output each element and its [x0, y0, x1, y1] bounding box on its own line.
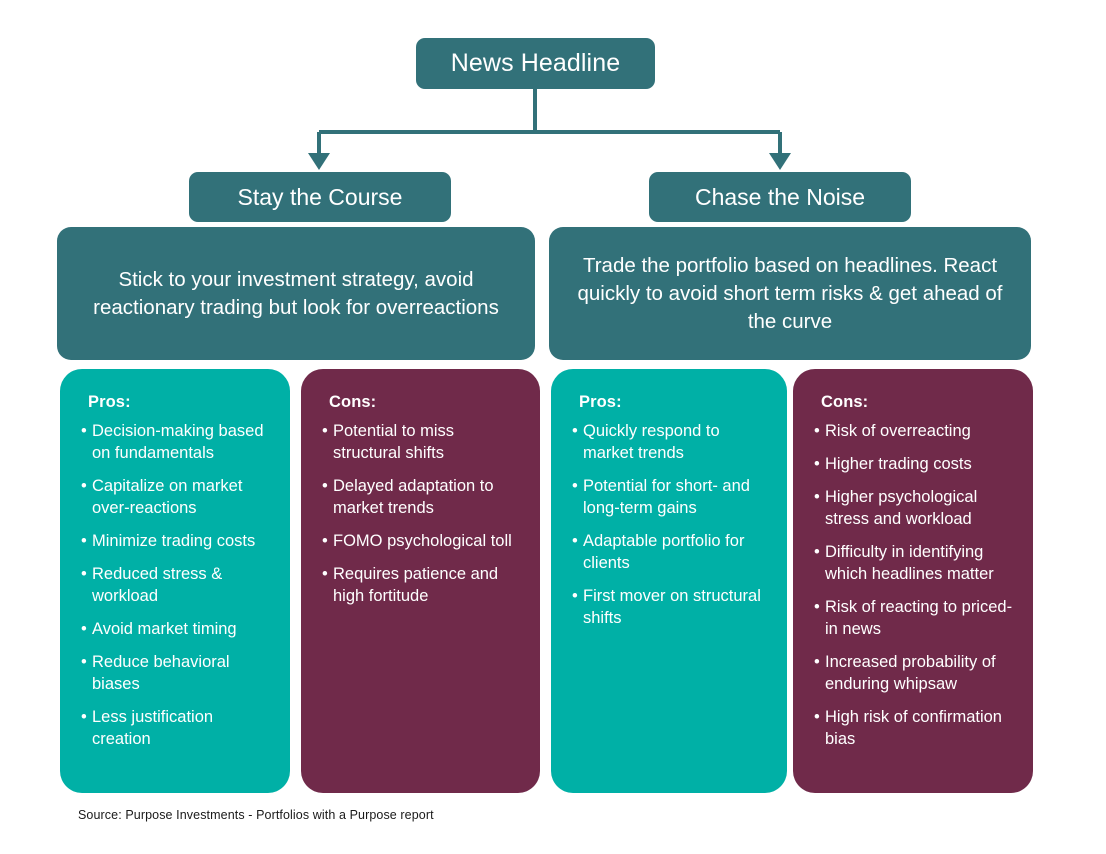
bullet-dot-icon: •: [814, 653, 820, 671]
bullet-item: • Capitalize on market over-reactions: [80, 475, 274, 519]
bullet-text: Potential for short- and long-term gains: [583, 477, 750, 517]
bullet-dot-icon: •: [572, 422, 578, 440]
bullet-dot-icon: •: [572, 532, 578, 550]
branch-header-stay-the-course[interactable]: Stay the Course: [189, 172, 451, 222]
list-column-chase-pros: Pros: •Quickly respond to market trends•…: [551, 369, 787, 793]
column-title: Cons:: [821, 393, 869, 411]
arrowhead-left: [308, 153, 330, 170]
bullet-dot-icon: •: [81, 422, 87, 440]
list-column-stay-cons: Cons: • Potential to miss structural shif…: [301, 369, 540, 793]
bullet-item: • Reduced stress & workload: [80, 563, 274, 607]
bullet-text: Requires patience and high fortitude: [333, 565, 499, 605]
description-panel-chase-the-noise: Trade the portfolio based on headlines. …: [549, 227, 1031, 360]
bullet-text: Capitalize on market over-reactions: [92, 477, 243, 517]
bullet-dot-icon: •: [81, 477, 87, 495]
bullet-item: • Higher psychological stress and workloa…: [813, 486, 1017, 530]
column-title: Pros:: [579, 393, 622, 411]
bullet-dot-icon: •: [81, 708, 87, 726]
bullet-item: • Delayed adaptation to market trends: [321, 475, 524, 519]
branch-header-label: Chase the Noise: [694, 183, 866, 210]
bullet-dot-icon: •: [572, 587, 578, 605]
bullet-dot-icon: •: [322, 532, 328, 550]
bullet-list: • Risk of overreacting • Higher trading cos…: [813, 420, 1017, 750]
bullet-text: First mover on structural shifts: [583, 587, 761, 627]
root-node-news-headline[interactable]: News Headline: [416, 38, 655, 89]
bullet-item: • Avoid market timing: [80, 618, 274, 640]
bullet-dot-icon: •: [572, 477, 578, 495]
bullet-list: • Quickly respond to market trends • Potent…: [571, 420, 771, 629]
arrowhead-right: [769, 153, 791, 170]
bullet-item: • High risk of confirmation bias: [813, 706, 1017, 750]
bullet-list: • Decision-making based on fundamentals • C…: [80, 420, 274, 750]
bullet-text: Higher psychological stress and workload: [825, 488, 978, 528]
bullet-dot-icon: •: [322, 565, 328, 583]
bullet-dot-icon: •: [814, 598, 820, 616]
list-column-stay-pros: Pros: • Decision-making based on fundamen…: [60, 369, 290, 793]
bullet-text: Higher trading costs: [825, 455, 972, 473]
bullet-text: Less justification creation: [92, 708, 214, 748]
bullet-item: • Risk of reacting to priced-in news: [813, 596, 1017, 640]
bullet-text: Adaptable portfolio for clients: [583, 532, 745, 572]
bullet-dot-icon: •: [322, 477, 328, 495]
bullet-text: Decision-making based on fundamentals: [92, 422, 264, 462]
bullet-item: • Potential to miss structural shifts: [321, 420, 524, 464]
bullet-dot-icon: •: [81, 532, 87, 550]
branch-header-chase-the-noise[interactable]: Chase the Noise: [649, 172, 911, 222]
bullet-dot-icon: •: [322, 422, 328, 440]
source-note: Source: Purpose Investments - Portfolios…: [78, 808, 434, 822]
description-panel-stay-the-course: Stick to your investment strategy, avoid…: [57, 227, 535, 360]
bullet-dot-icon: •: [814, 708, 820, 726]
bullet-item: • Reduce behavioral biases: [80, 651, 274, 695]
column-title: Cons:: [329, 393, 377, 411]
bullet-item: • Difficulty in identifying which headlin…: [813, 541, 1017, 585]
bullet-item: • Higher trading costs: [813, 453, 1017, 475]
bullet-item: • Minimize trading costs: [80, 530, 274, 552]
description-text: Trade the portfolio based on headlines. …: [577, 253, 1003, 333]
bullet-item: • Potential for short- and long-term gain…: [571, 475, 771, 519]
bullet-item: • Requires patience and high fortitude: [321, 563, 524, 607]
bullet-text: Minimize trading costs: [92, 532, 256, 550]
bullet-text: Reduce behavioral biases: [92, 653, 230, 693]
bullet-item: • Less justification creation: [80, 706, 274, 750]
bullet-dot-icon: •: [81, 565, 87, 583]
bullet-dot-icon: •: [814, 455, 820, 473]
bullet-text: Potential to miss structural shifts: [333, 422, 455, 462]
bullet-dot-icon: •: [814, 543, 820, 561]
bullet-item: • Adaptable portfolio for clients: [571, 530, 771, 574]
bullet-text: Increased probability of enduring whipsa…: [825, 653, 996, 693]
bullet-text: Delayed adaptation to market trends: [333, 477, 494, 517]
bullet-item: • First mover on structural shifts: [571, 585, 771, 629]
description-text: Stick to your investment strategy, avoid…: [93, 267, 499, 319]
bullet-item: • Quickly respond to market trends: [571, 420, 771, 464]
bullet-item: • Decision-making based on fundamentals: [80, 420, 274, 464]
bullet-text: Difficulty in identifying which headline…: [825, 543, 994, 583]
bullet-text: Avoid market timing: [92, 620, 237, 638]
root-node-label: News Headline: [450, 49, 621, 77]
bullet-text: Risk of overreacting: [825, 422, 971, 440]
bullet-list: • Potential to miss structural shifts • Del…: [321, 420, 524, 607]
bullet-text: Reduced stress & workload: [92, 565, 223, 605]
bullet-dot-icon: •: [81, 620, 87, 638]
bullet-item: • Increased probability of enduring whips…: [813, 651, 1017, 695]
bullet-dot-icon: •: [814, 422, 820, 440]
bullet-dot-icon: •: [81, 653, 87, 671]
column-title: Pros:: [88, 393, 131, 411]
bullet-text: Risk of reacting to priced-in news: [825, 598, 1013, 638]
branch-header-label: Stay the Course: [237, 183, 403, 210]
bullet-text: High risk of confirmation bias: [825, 708, 1002, 748]
bullet-text: FOMO psychological toll: [333, 532, 512, 550]
bullet-item: • Risk of overreacting: [813, 420, 1017, 442]
bullet-dot-icon: •: [814, 488, 820, 506]
list-column-chase-cons: Cons: • Risk of overreacting • Higher tradi…: [793, 369, 1033, 793]
bullet-item: • FOMO psychological toll: [321, 530, 524, 552]
bullet-text: Quickly respond to market trends: [583, 422, 720, 462]
